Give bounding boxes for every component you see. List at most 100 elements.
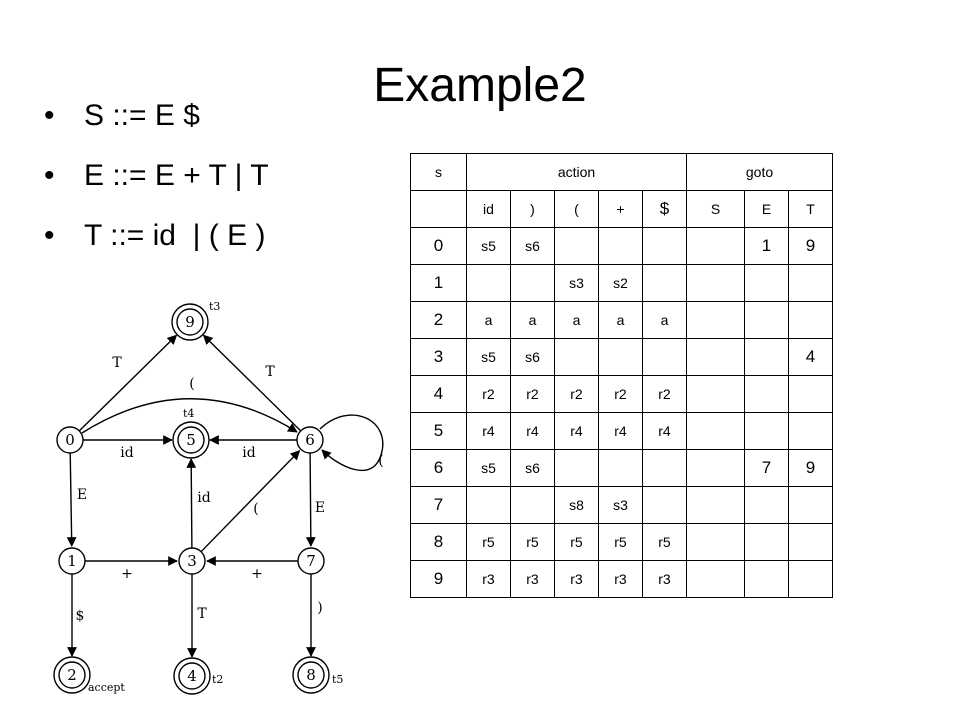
goto-cell [744,338,789,376]
state-node: 5t4 [172,407,210,459]
edge-label: $ [76,608,85,624]
goto-cell [788,301,833,339]
edge-label: T [265,364,275,380]
goto-cell [686,338,745,376]
action-cell: s8 [554,486,599,524]
goto-cell [788,264,833,302]
state-cell: 8 [410,523,467,561]
state-cell: 1 [410,264,467,302]
subheader-cell: ( [554,190,599,228]
action-cell: a [466,301,511,339]
state-tag: t2 [212,673,223,686]
edge-label: T [112,355,122,371]
action-cell: r5 [466,523,511,561]
header-goto: goto [686,153,833,191]
state-cell: 2 [410,301,467,339]
state-label: 0 [65,431,75,449]
edge-label: + [121,566,133,582]
edge-label: T [197,606,207,622]
edge-label: E [77,487,87,503]
action-cell: s3 [554,264,599,302]
goto-cell [686,486,745,524]
state-label: 1 [67,552,77,570]
edge-label: E [315,500,325,516]
state-tag: t5 [332,673,343,686]
goto-cell [744,523,789,561]
state-node: 7 [297,547,325,575]
state-label: 7 [306,552,316,570]
action-cell: s5 [466,227,511,265]
edge-label: id [197,490,210,506]
subheader-cell: S [686,190,745,228]
grammar-rule: T ::= id | ( E ) [44,214,269,274]
action-cell [642,264,687,302]
edge-6-9 [202,334,302,432]
action-cell [642,486,687,524]
goto-cell [686,449,745,487]
action-cell [510,264,555,302]
state-cell: 9 [410,560,467,598]
grammar-rule: E ::= E + T | T [44,154,269,214]
action-cell: r2 [510,375,555,413]
action-cell: r5 [510,523,555,561]
goto-cell [744,301,789,339]
header-state: s [410,153,467,191]
action-cell: r2 [466,375,511,413]
edge-3-6 [200,450,301,553]
edge-6-7 [305,452,316,547]
edge-label: id [242,445,255,461]
action-cell: r2 [598,375,643,413]
action-cell [466,264,511,302]
action-cell: r4 [466,412,511,450]
action-cell: r4 [642,412,687,450]
subheader-cell: + [598,190,643,228]
state-tag: t4 [183,407,194,420]
goto-cell [744,560,789,598]
action-cell: s2 [598,264,643,302]
state-cell: 5 [410,412,467,450]
goto-cell [686,301,745,339]
state-label: 9 [185,313,195,331]
grammar-rule: S ::= E $ [44,94,269,154]
action-cell: s6 [510,227,555,265]
goto-cell [686,375,745,413]
edge-label: ( [189,376,194,392]
subheader-cell: ) [510,190,555,228]
edge-label: ( [253,501,258,517]
goto-cell [744,412,789,450]
subheader-empty [410,190,467,228]
action-cell [466,486,511,524]
action-cell [554,227,599,265]
action-cell [510,486,555,524]
action-cell: s6 [510,449,555,487]
state-node: 1 [58,547,86,575]
action-cell: r3 [598,560,643,598]
state-node: 3 [178,547,206,575]
edge-label: id [120,445,133,461]
edge-label: ( [378,453,383,469]
action-cell: r5 [554,523,599,561]
goto-cell [788,560,833,598]
action-cell: s3 [598,486,643,524]
state-node: 0 [56,426,84,454]
action-cell: r5 [642,523,687,561]
grammar-rules: S ::= E $ E ::= E + T | T T ::= id | ( E… [44,94,269,274]
goto-cell [788,523,833,561]
goto-cell [744,486,789,524]
state-cell: 0 [410,227,467,265]
action-cell [554,449,599,487]
action-cell: r4 [554,412,599,450]
state-tag: accept [88,681,125,694]
goto-cell: 1 [744,227,789,265]
